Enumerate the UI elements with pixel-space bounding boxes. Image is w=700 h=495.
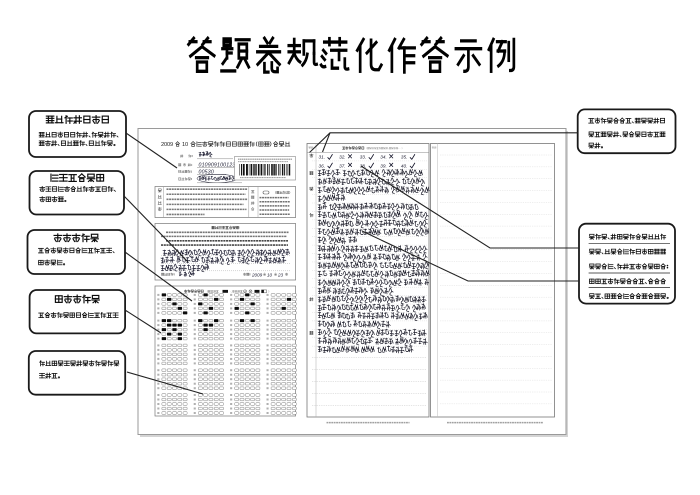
svg-text:0: 0: [167, 142, 170, 148]
svg-text:010909100123: 010909100123: [199, 163, 236, 169]
svg-text:37.: 37.: [339, 163, 346, 168]
svg-text:0: 0: [164, 142, 167, 148]
svg-text:00530: 00530: [199, 169, 214, 175]
svg-text:1: 1: [182, 142, 185, 148]
svg-text:34.: 34.: [380, 155, 387, 160]
svg-text:10: 10: [267, 272, 273, 277]
svg-text:33.: 33.: [360, 155, 367, 160]
svg-text:23: 23: [277, 272, 284, 277]
svg-text:2009: 2009: [251, 272, 263, 277]
svg-text:32.: 32.: [339, 155, 346, 160]
svg-text:40.: 40.: [401, 163, 408, 168]
svg-text:9: 9: [170, 142, 173, 148]
svg-text:31.: 31.: [319, 155, 326, 160]
svg-text:35.: 35.: [401, 155, 408, 160]
svg-text:.: .: [401, 148, 402, 150]
svg-text:36.: 36.: [319, 163, 326, 168]
svg-text:39.: 39.: [380, 163, 387, 168]
svg-text:38.: 38.: [360, 163, 367, 168]
svg-text:.: .: [399, 148, 400, 150]
svg-text:0: 0: [185, 142, 188, 148]
svg-text:.: .: [398, 148, 399, 150]
svg-text:2: 2: [161, 142, 164, 148]
